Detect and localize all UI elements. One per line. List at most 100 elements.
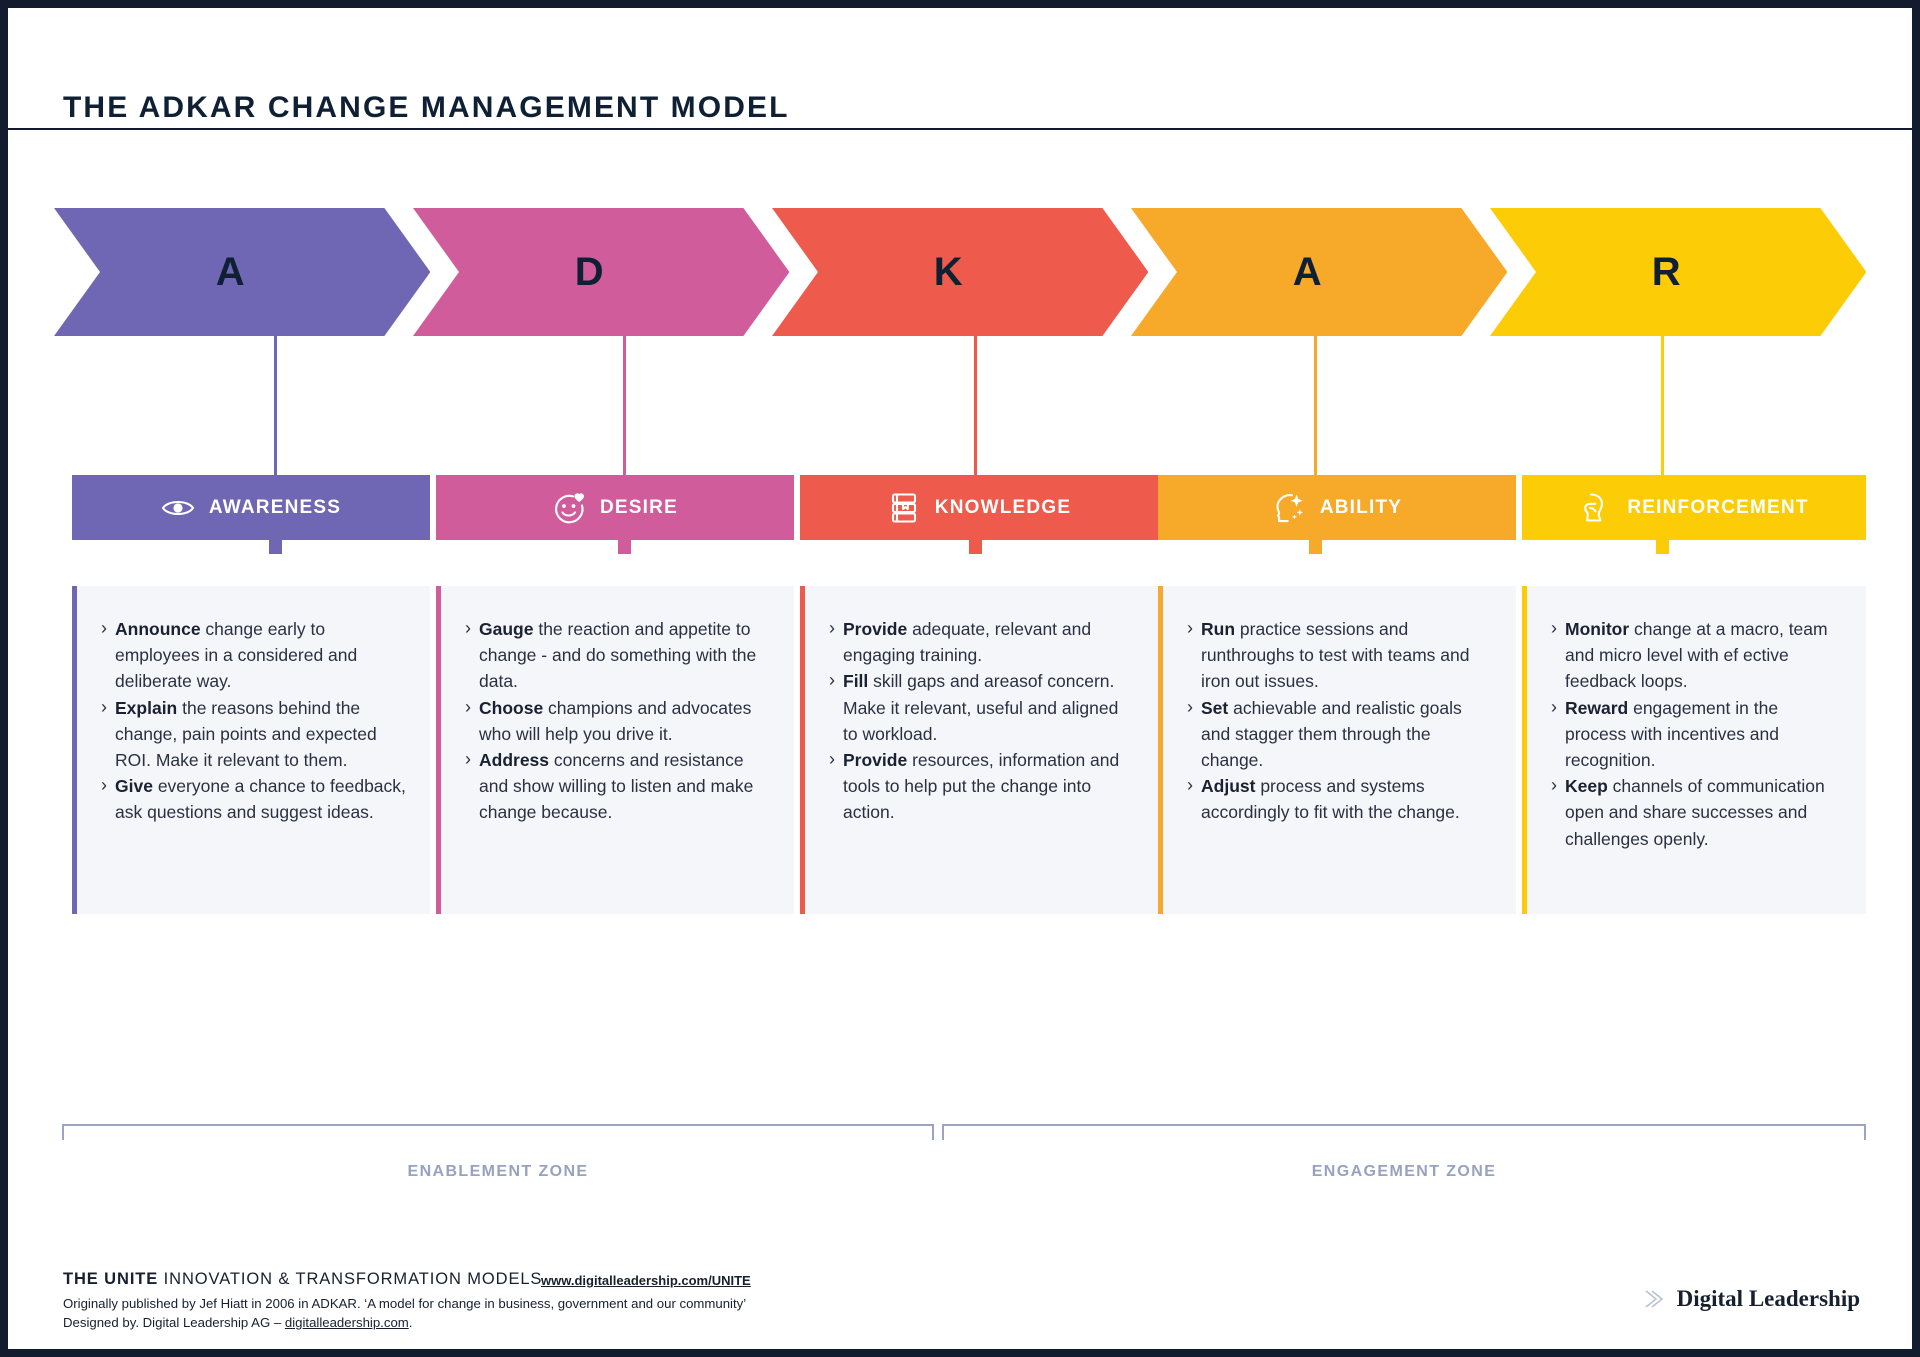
bullet-lead: Run: [1201, 619, 1236, 639]
connector-endcap-desire: [618, 539, 631, 554]
bullet-text: concerns and resistance and show willing…: [479, 750, 754, 823]
bullet-text: adequate, relevant and engaging training…: [843, 619, 1092, 666]
bullet-item: Run practice sessions and runthroughs to…: [1187, 615, 1494, 695]
bullet-list: Announce change early to employees in a …: [77, 586, 430, 826]
bullet-item: Set achievable and realistic goals and s…: [1187, 694, 1494, 774]
bullet-item: Monitor change at a macro, team and micr…: [1551, 615, 1844, 695]
footer-designer-prefix: Designed by. Digital Leadership AG –: [63, 1315, 285, 1330]
stage-label-bar-ability[interactable]: ABILITY: [1158, 475, 1516, 540]
brand-name: Digital Leadership: [1676, 1286, 1860, 1311]
bullet-item: Gauge the reaction and appetite to chang…: [465, 615, 772, 695]
bullet-item: Keep channels of communication open and …: [1551, 772, 1844, 852]
stage-label-text: ABILITY: [1319, 496, 1403, 518]
stage-label-bar-awareness[interactable]: AWARENESS: [72, 475, 430, 540]
bullet-lead: Keep: [1565, 776, 1608, 797]
eye-icon: [161, 491, 195, 525]
chevron-letter: R: [1651, 249, 1681, 294]
bullet-text: achievable and realistic goals and stagg…: [1201, 697, 1462, 771]
stage-label-bar-reinforcement[interactable]: REINFORCEMENT: [1522, 475, 1866, 540]
bullet-lead: Provide: [843, 750, 908, 771]
zone-label-engagement: ENGAGEMENT ZONE: [1311, 1163, 1497, 1180]
page-title: THE ADKAR CHANGE MANAGEMENT MODEL: [63, 91, 790, 124]
footer-designer-link[interactable]: digitalleadership.com: [284, 1315, 409, 1330]
engagement-zone-bracket: [942, 1124, 1866, 1140]
bullet-item: Provide resources, information and tools…: [829, 746, 1136, 826]
stage-content-panel-reinforcement: Monitor change at a macro, team and micr…: [1522, 586, 1866, 914]
bullet-item: Address concerns and resistance and show…: [465, 746, 772, 826]
chevron-stage-reinforcement[interactable]: R: [1490, 208, 1866, 336]
bullet-lead: Monitor: [1565, 619, 1630, 639]
stage-content-panel-ability: Run practice sessions and runthroughs to…: [1158, 586, 1516, 914]
stage-content-panel-desire: Gauge the reaction and appetite to chang…: [436, 586, 794, 914]
chevron-letter: D: [574, 249, 604, 294]
bullet-lead: Adjust: [1201, 776, 1256, 797]
bullet-item: Fill skill gaps and areasof concern. Mak…: [829, 667, 1136, 747]
chevron-stage-ability[interactable]: A: [1131, 208, 1507, 336]
stage-label-text: KNOWLEDGE: [934, 496, 1072, 518]
stage-label-text: REINFORCEMENT: [1627, 496, 1809, 518]
bullet-lead: Set: [1201, 697, 1229, 718]
bullet-text: change early to employees in a considere…: [115, 619, 358, 692]
footer-title-light: INNOVATION & TRANSFORMATION MODELS: [158, 1270, 543, 1288]
bullet-text: champions and advocates who will help yo…: [479, 697, 752, 744]
zone-label-enablement: ENABLEMENT ZONE: [407, 1163, 589, 1180]
bullet-item: Explain the reasons behind the change, p…: [101, 694, 408, 774]
bullet-text: process and systems accordingly to fit w…: [1201, 776, 1460, 823]
bullet-item: Give everyone a chance to feedback, ask …: [101, 772, 408, 825]
bullet-lead: Give: [115, 776, 153, 797]
footer-title: THE UNITE INNOVATION & TRANSFORMATION MO…: [63, 1270, 542, 1289]
head-sparkle-icon: [1272, 491, 1306, 525]
connector-endcap-knowledge: [969, 539, 982, 554]
bullet-text: channels of communication open and share…: [1565, 776, 1825, 849]
stage-content-panel-awareness: Announce change early to employees in a …: [72, 586, 430, 914]
bullet-item: Announce change early to employees in a …: [101, 615, 408, 695]
bullet-text: engagement in the process with incentive…: [1565, 697, 1779, 771]
stage-label-bar-knowledge[interactable]: KNOWLEDGE: [800, 475, 1158, 540]
bullet-lead: Provide: [843, 619, 908, 639]
chevron-letter: K: [933, 249, 963, 294]
connector-line-awareness: [274, 336, 277, 546]
chevron-stage-desire[interactable]: D: [413, 208, 789, 336]
chevron-letter: A: [215, 249, 245, 294]
footer-designer-line: Designed by. Digital Leadership AG – dig…: [63, 1315, 412, 1330]
bicep-icon: [1579, 491, 1613, 525]
stage-label-bar-desire[interactable]: DESIRE: [436, 475, 794, 540]
bullet-lead: Fill: [843, 671, 869, 692]
stage-label-text: AWARENESS: [208, 496, 342, 518]
chevron-double-right-icon: [1645, 1290, 1663, 1308]
footer-url-link[interactable]: www.digitalleadership.com/UNITE: [541, 1273, 751, 1288]
header: THE ADKAR CHANGE MANAGEMENT MODEL: [8, 8, 1912, 130]
bullet-text: practice sessions and runthroughs to tes…: [1201, 619, 1470, 692]
bullet-item: Reward engagement in the process with in…: [1551, 694, 1844, 774]
bullet-text: change at a macro, team and micro level …: [1565, 619, 1828, 692]
bullet-list: Monitor change at a macro, team and micr…: [1527, 586, 1866, 852]
bullet-item: Choose champions and advocates who will …: [465, 694, 772, 747]
bullet-list: Run practice sessions and runthroughs to…: [1163, 586, 1516, 826]
chevron-stage-knowledge[interactable]: K: [772, 208, 1148, 336]
books-icon: [887, 491, 921, 525]
footer-attribution-line: Originally published by Jef Hiatt in 200…: [63, 1296, 747, 1311]
connector-line-reinforcement: [1661, 336, 1664, 546]
bullet-text: everyone a chance to feedback, ask quest…: [115, 776, 406, 823]
chevron-stage-awareness[interactable]: A: [54, 208, 430, 336]
bullet-item: Provide adequate, relevant and engaging …: [829, 615, 1136, 668]
connector-endcap-ability: [1309, 539, 1322, 554]
bullet-text: the reasons behind the change, pain poin…: [115, 697, 377, 771]
bullet-lead: Explain: [115, 697, 178, 718]
enablement-zone-bracket: [62, 1124, 934, 1140]
chevron-letter: A: [1292, 249, 1322, 294]
bullet-item: Adjust process and systems accordingly t…: [1187, 772, 1494, 825]
bullet-list: Gauge the reaction and appetite to chang…: [441, 586, 794, 826]
bullet-lead: Announce: [115, 619, 201, 639]
smiley-heart-icon: [552, 491, 586, 525]
brand-logo: Digital Leadership: [1643, 1286, 1860, 1312]
connector-line-desire: [623, 336, 626, 546]
footer-designer-suffix: .: [408, 1315, 413, 1330]
connector-line-ability: [1314, 336, 1317, 546]
footer-title-bold: THE UNITE: [63, 1270, 159, 1288]
bullet-lead: Choose: [479, 697, 544, 718]
bullet-text: skill gaps and areasof concern. Make it …: [843, 671, 1119, 744]
connector-line-knowledge: [974, 336, 977, 546]
bullet-lead: Reward: [1565, 697, 1629, 718]
